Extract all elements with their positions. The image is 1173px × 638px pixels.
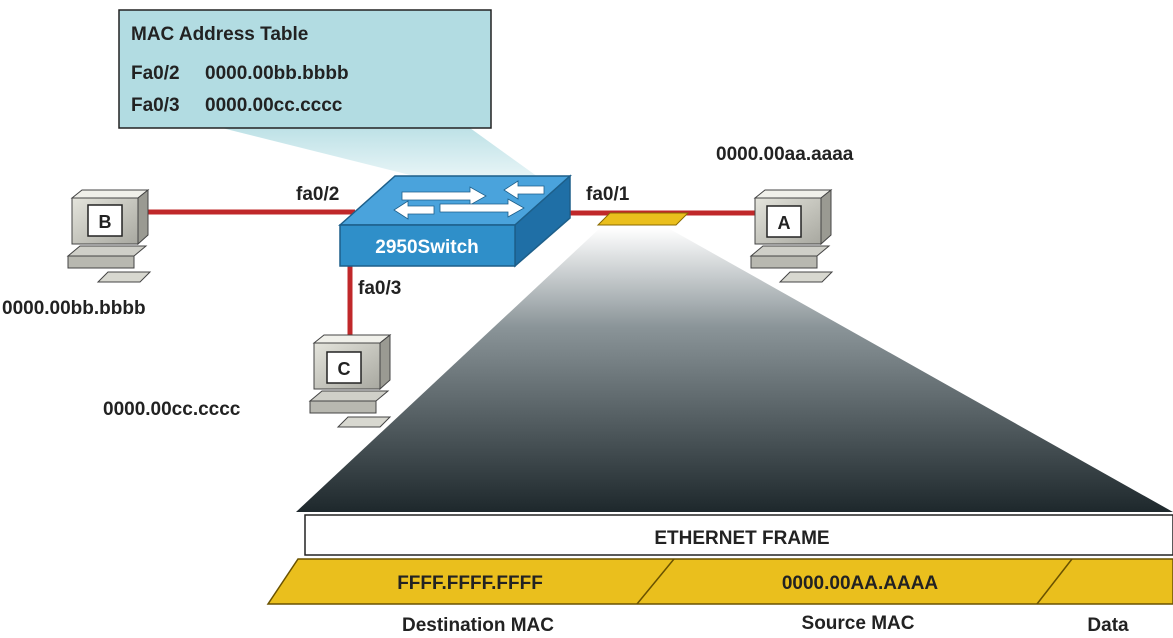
mac-table-entry-port: Fa0/3	[131, 95, 180, 116]
mac-address-table: MAC Address Table Fa0/2 0000.00bb.bbbb F…	[118, 9, 492, 129]
port-label-fa0-3: fa0/3	[358, 278, 401, 299]
host-b-label: B	[99, 212, 112, 232]
switch-icon: 2950Switch	[338, 174, 572, 268]
frame-highlight-icon	[596, 212, 690, 226]
ethernet-frame: ETHERNET FRAME FFFF.FFFF.FFFF 0000.00AA.…	[266, 514, 1173, 636]
mac-table-title: MAC Address Table	[131, 24, 308, 45]
host-b-mac: 0000.00bb.bbbb	[2, 298, 146, 319]
mac-table-entry-mac: 0000.00bb.bbbb	[205, 63, 349, 84]
port-label-fa0-1: fa0/1	[586, 184, 630, 205]
source-mac-value: 0000.00AA.AAAA	[782, 573, 939, 594]
mac-table-callout-wedge	[222, 128, 545, 182]
frame-zoom-cone	[296, 228, 1173, 512]
switch-label: 2950Switch	[375, 237, 479, 258]
host-a-label: A	[778, 213, 791, 233]
mac-table-entry-port: Fa0/2	[131, 63, 180, 84]
host-c-label: C	[338, 359, 351, 379]
host-c-computer-icon	[308, 333, 392, 428]
source-mac-caption: Source MAC	[802, 613, 915, 634]
host-a-computer-icon	[749, 188, 834, 283]
port-label-fa0-2: fa0/2	[296, 184, 339, 205]
host-c-mac: 0000.00cc.cccc	[103, 399, 241, 420]
destination-mac-caption: Destination MAC	[402, 615, 554, 636]
mac-table-entry-mac: 0000.00cc.cccc	[205, 95, 343, 116]
host-a-mac: 0000.00aa.aaaa	[716, 144, 854, 165]
ethernet-frame-title: ETHERNET FRAME	[654, 528, 829, 549]
data-caption: Data	[1087, 615, 1129, 636]
host-b-computer-icon	[66, 188, 152, 283]
destination-mac-value: FFFF.FFFF.FFFF	[397, 573, 543, 594]
